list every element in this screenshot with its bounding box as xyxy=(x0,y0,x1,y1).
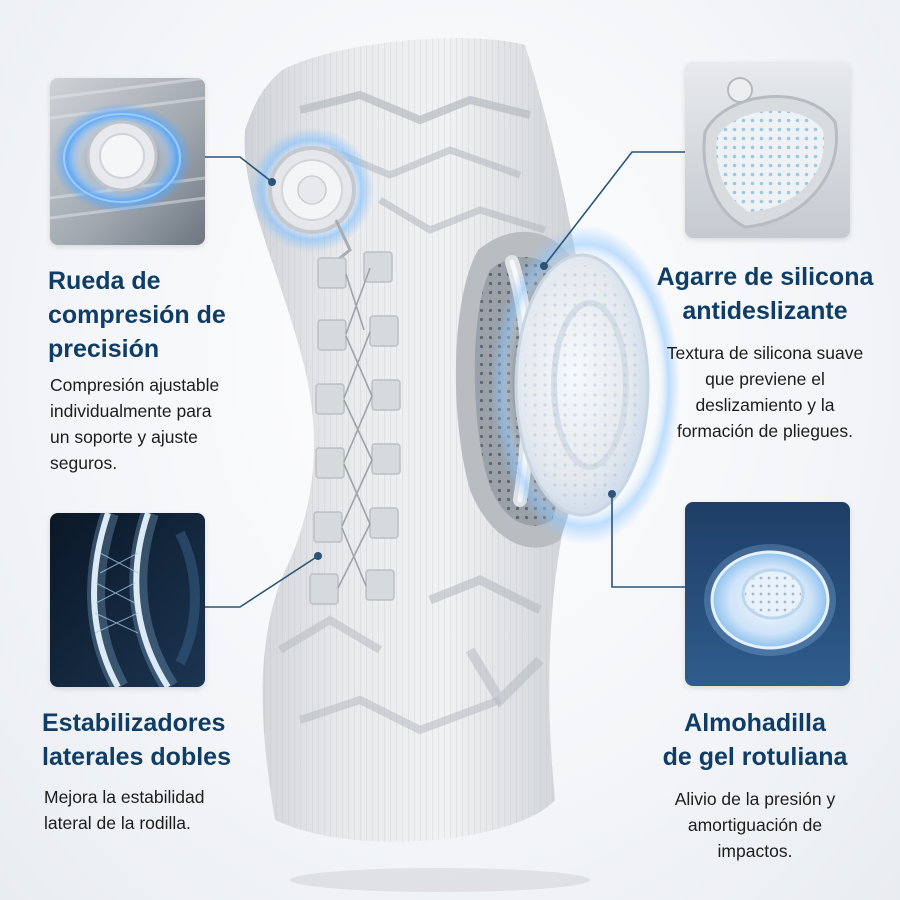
silicone-desc-line-4: formación de pliegues. xyxy=(676,421,854,441)
dial-closeup-image xyxy=(50,78,205,245)
gel-pad-description: Alivio de la presión y amortiguación de … xyxy=(630,786,880,864)
stabilizers-title-line-2: laterales dobles xyxy=(42,743,231,771)
connector-silicone xyxy=(540,151,685,270)
stabilizers-desc-line-2: lateral de la rodilla. xyxy=(44,813,191,833)
silicone-title-line-2: antideslizante xyxy=(682,297,848,325)
stabilizers-title-line-1: Estabilizadores xyxy=(42,709,226,737)
gel-pad-desc-line-2: amortiguación de xyxy=(687,815,823,835)
gel-pad-desc-line-1: Alivio de la presión y xyxy=(674,789,836,809)
gel-pad-image xyxy=(685,502,850,686)
dial-title-line-1: Rueda de xyxy=(48,267,161,295)
gel-pad-title: Almohadilla de gel rotuliana xyxy=(630,706,880,774)
silicone-description: Textura de silicona suave que previene e… xyxy=(640,340,890,444)
connector-gel-pad xyxy=(608,490,685,588)
stabilizers-title: Estabilizadores laterales dobles xyxy=(42,706,282,774)
gel-pad-title-line-1: Almohadilla xyxy=(684,709,826,737)
dial-desc-line-3: un soporte y ajuste xyxy=(50,427,198,447)
gel-pad-desc-line-3: impactos. xyxy=(717,841,793,861)
silicone-desc-line-1: Textura de silicona suave xyxy=(666,343,864,363)
silicone-desc-line-2: que previene el xyxy=(705,369,825,389)
gel-pad-title-line-2: de gel rotuliana xyxy=(662,743,848,771)
connector-stabilizers xyxy=(205,552,322,608)
stabilizers-description: Mejora la estabilidad lateral de la rodi… xyxy=(44,784,274,836)
silicone-title-line-1: Agarre de silicona xyxy=(656,263,874,291)
dial-desc-line-2: individualmente para xyxy=(50,401,212,421)
silicone-title: Agarre de silicona antideslizante xyxy=(630,260,900,328)
stabilizers-xray-image xyxy=(50,513,205,687)
dial-title-line-2: compresión de xyxy=(48,301,226,329)
connector-dial xyxy=(205,156,276,186)
dial-description: Compresión ajustable individualmente par… xyxy=(50,372,280,476)
silicone-closeup-image xyxy=(685,62,850,238)
dial-desc-line-1: Compresión ajustable xyxy=(50,375,220,395)
silicone-desc-line-3: deslizamiento y la xyxy=(695,395,835,415)
dial-title-line-3: precisión xyxy=(48,335,160,363)
dial-title: Rueda de compresión de precisión xyxy=(48,264,288,366)
dial-desc-line-4: seguros. xyxy=(50,453,118,473)
stabilizers-desc-line-1: Mejora la estabilidad xyxy=(44,787,205,807)
